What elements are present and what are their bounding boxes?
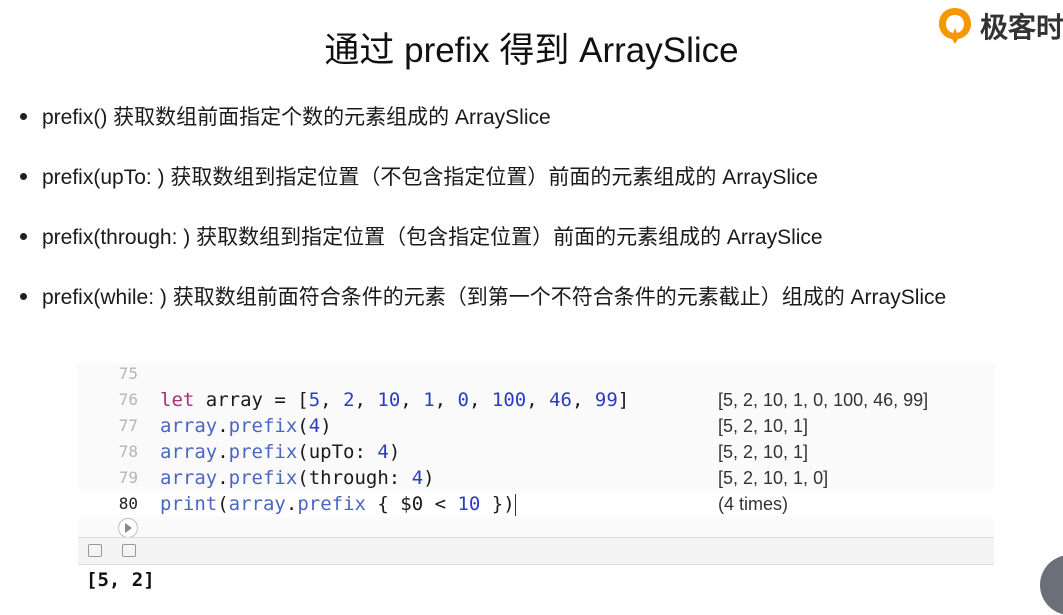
bullet-dot bbox=[20, 172, 27, 180]
brand-name: 极客时 bbox=[980, 12, 1063, 43]
code-token: 1 bbox=[423, 389, 435, 411]
code-token: (upTo: bbox=[297, 441, 378, 463]
code-token: . bbox=[217, 415, 229, 437]
code-token: { $0 < bbox=[365, 493, 458, 515]
code-token: array = [ bbox=[194, 389, 309, 411]
code-token: (through: bbox=[297, 467, 412, 489]
presenter-avatar bbox=[1040, 555, 1063, 615]
bullet-dot bbox=[20, 232, 27, 240]
code-token: prefix bbox=[297, 493, 366, 515]
code-text: array.prefix(4) bbox=[160, 413, 332, 439]
code-editor[interactable]: 75 76 let array = [5, 2, 10, 1, 0, 100, 46… bbox=[78, 361, 994, 538]
code-line[interactable]: 79 array.prefix(through: 4) [5, 2, 10, 1, … bbox=[78, 465, 994, 491]
code-token: , bbox=[571, 389, 595, 411]
code-line[interactable]: 75 bbox=[78, 361, 994, 387]
code-line[interactable]: 76 let array = [5, 2, 10, 1, 0, 100, 46, … bbox=[78, 387, 994, 413]
code-token: . bbox=[217, 441, 229, 463]
code-token: ) bbox=[423, 467, 435, 489]
code-token: 4 bbox=[377, 441, 389, 463]
console-output: [5, 2] bbox=[86, 569, 155, 591]
code-token: ( bbox=[297, 415, 309, 437]
code-token: ] bbox=[617, 389, 630, 411]
bullet-dot bbox=[20, 292, 27, 300]
bullet-dot bbox=[20, 112, 27, 120]
console-area[interactable]: [5, 2] bbox=[78, 565, 994, 615]
code-line[interactable]: 78 array.prefix(upTo: 4) [5, 2, 10, 1] bbox=[78, 439, 994, 465]
code-token: array bbox=[160, 467, 218, 489]
code-token: 4 bbox=[411, 467, 424, 489]
code-token: prefix bbox=[228, 415, 298, 437]
code-token: ) bbox=[320, 415, 332, 437]
code-token: , bbox=[434, 389, 458, 411]
code-text: let array = [5, 2, 10, 1, 0, 100, 46, 99… bbox=[160, 387, 629, 413]
code-text: array.prefix(upTo: 4) bbox=[160, 439, 400, 465]
code-token: ( bbox=[217, 493, 229, 515]
code-token: array bbox=[160, 441, 218, 463]
run-play-icon[interactable] bbox=[118, 518, 138, 538]
code-token: prefix bbox=[228, 441, 298, 463]
code-text: array.prefix(through: 4) bbox=[160, 465, 435, 491]
bullet-text: prefix(upTo: ) 获取数组到指定位置（不包含指定位置）前面的元素组成… bbox=[42, 166, 818, 189]
bullet-text: prefix() 获取数组前面指定个数的元素组成的 ArraySlice bbox=[42, 106, 551, 129]
playground-result[interactable]: (4 times) bbox=[718, 494, 789, 514]
text-cursor bbox=[514, 493, 516, 516]
code-token: prefix bbox=[228, 467, 298, 489]
code-token: 10 bbox=[377, 389, 401, 411]
bullet-item: prefix(upTo: ) 获取数组到指定位置（不包含指定位置）前面的元素组成… bbox=[20, 161, 818, 191]
code-token: 5 bbox=[308, 389, 321, 411]
code-line[interactable]: 80 print(array.prefix { $0 < 10 }) (4 time… bbox=[78, 491, 994, 517]
playground-result[interactable]: [5, 2, 10, 1, 0] bbox=[718, 468, 829, 488]
hide-debug-area-icon[interactable] bbox=[88, 544, 102, 557]
bullet-text: prefix(through: ) 获取数组到指定位置（包含指定位置）前面的元素… bbox=[42, 226, 823, 249]
code-token: 10 bbox=[457, 493, 481, 515]
code-token: 46 bbox=[549, 389, 572, 411]
debug-toolbar bbox=[78, 537, 994, 565]
code-token: ) bbox=[388, 441, 401, 463]
bullet-item: prefix(while: ) 获取数组前面符合条件的元素（到第一个不符合条件的… bbox=[20, 281, 946, 311]
code-token: 2 bbox=[343, 389, 355, 411]
code-token: array bbox=[160, 415, 218, 437]
line-number: 78 bbox=[118, 442, 138, 461]
brand-logo: 极客时 bbox=[936, 6, 1063, 46]
code-token: , bbox=[320, 389, 344, 411]
code-token: }) bbox=[480, 493, 515, 515]
line-number: 80 bbox=[118, 494, 138, 513]
line-number: 75 bbox=[118, 364, 138, 383]
code-token: let bbox=[160, 389, 195, 411]
playground-result[interactable]: [5, 2, 10, 1] bbox=[718, 416, 809, 436]
code-token: print bbox=[160, 493, 218, 515]
code-token: , bbox=[354, 389, 378, 411]
bullet-text: prefix(while: ) 获取数组前面符合条件的元素（到第一个不符合条件的… bbox=[42, 286, 947, 309]
line-number: 77 bbox=[118, 416, 138, 435]
code-token: , bbox=[468, 389, 492, 411]
line-number: 79 bbox=[118, 468, 138, 487]
playground-result[interactable]: [5, 2, 10, 1, 0, 100, 46, 99] bbox=[718, 390, 929, 410]
code-token: , bbox=[526, 389, 550, 411]
code-token: . bbox=[217, 467, 229, 489]
line-number: 76 bbox=[118, 390, 138, 409]
code-token: , bbox=[400, 389, 424, 411]
code-token: 0 bbox=[457, 389, 469, 411]
playground-result[interactable]: [5, 2, 10, 1] bbox=[718, 442, 809, 462]
code-token: array bbox=[228, 493, 286, 515]
code-line[interactable]: 77 array.prefix(4) [5, 2, 10, 1] bbox=[78, 413, 994, 439]
slide-title: 通过 prefix 得到 ArraySlice bbox=[324, 31, 739, 70]
toggle-console-icon[interactable] bbox=[122, 544, 136, 557]
geektime-logo-icon bbox=[939, 8, 971, 44]
code-token: 99 bbox=[594, 389, 618, 411]
code-token: 100 bbox=[491, 389, 527, 411]
code-text: print(array.prefix { $0 < 10 }) bbox=[160, 491, 516, 517]
code-token: 4 bbox=[308, 415, 321, 437]
bullet-item: prefix(through: ) 获取数组到指定位置（包含指定位置）前面的元素… bbox=[20, 221, 823, 251]
code-token: . bbox=[285, 493, 298, 515]
bullet-item: prefix() 获取数组前面指定个数的元素组成的 ArraySlice bbox=[20, 101, 551, 131]
